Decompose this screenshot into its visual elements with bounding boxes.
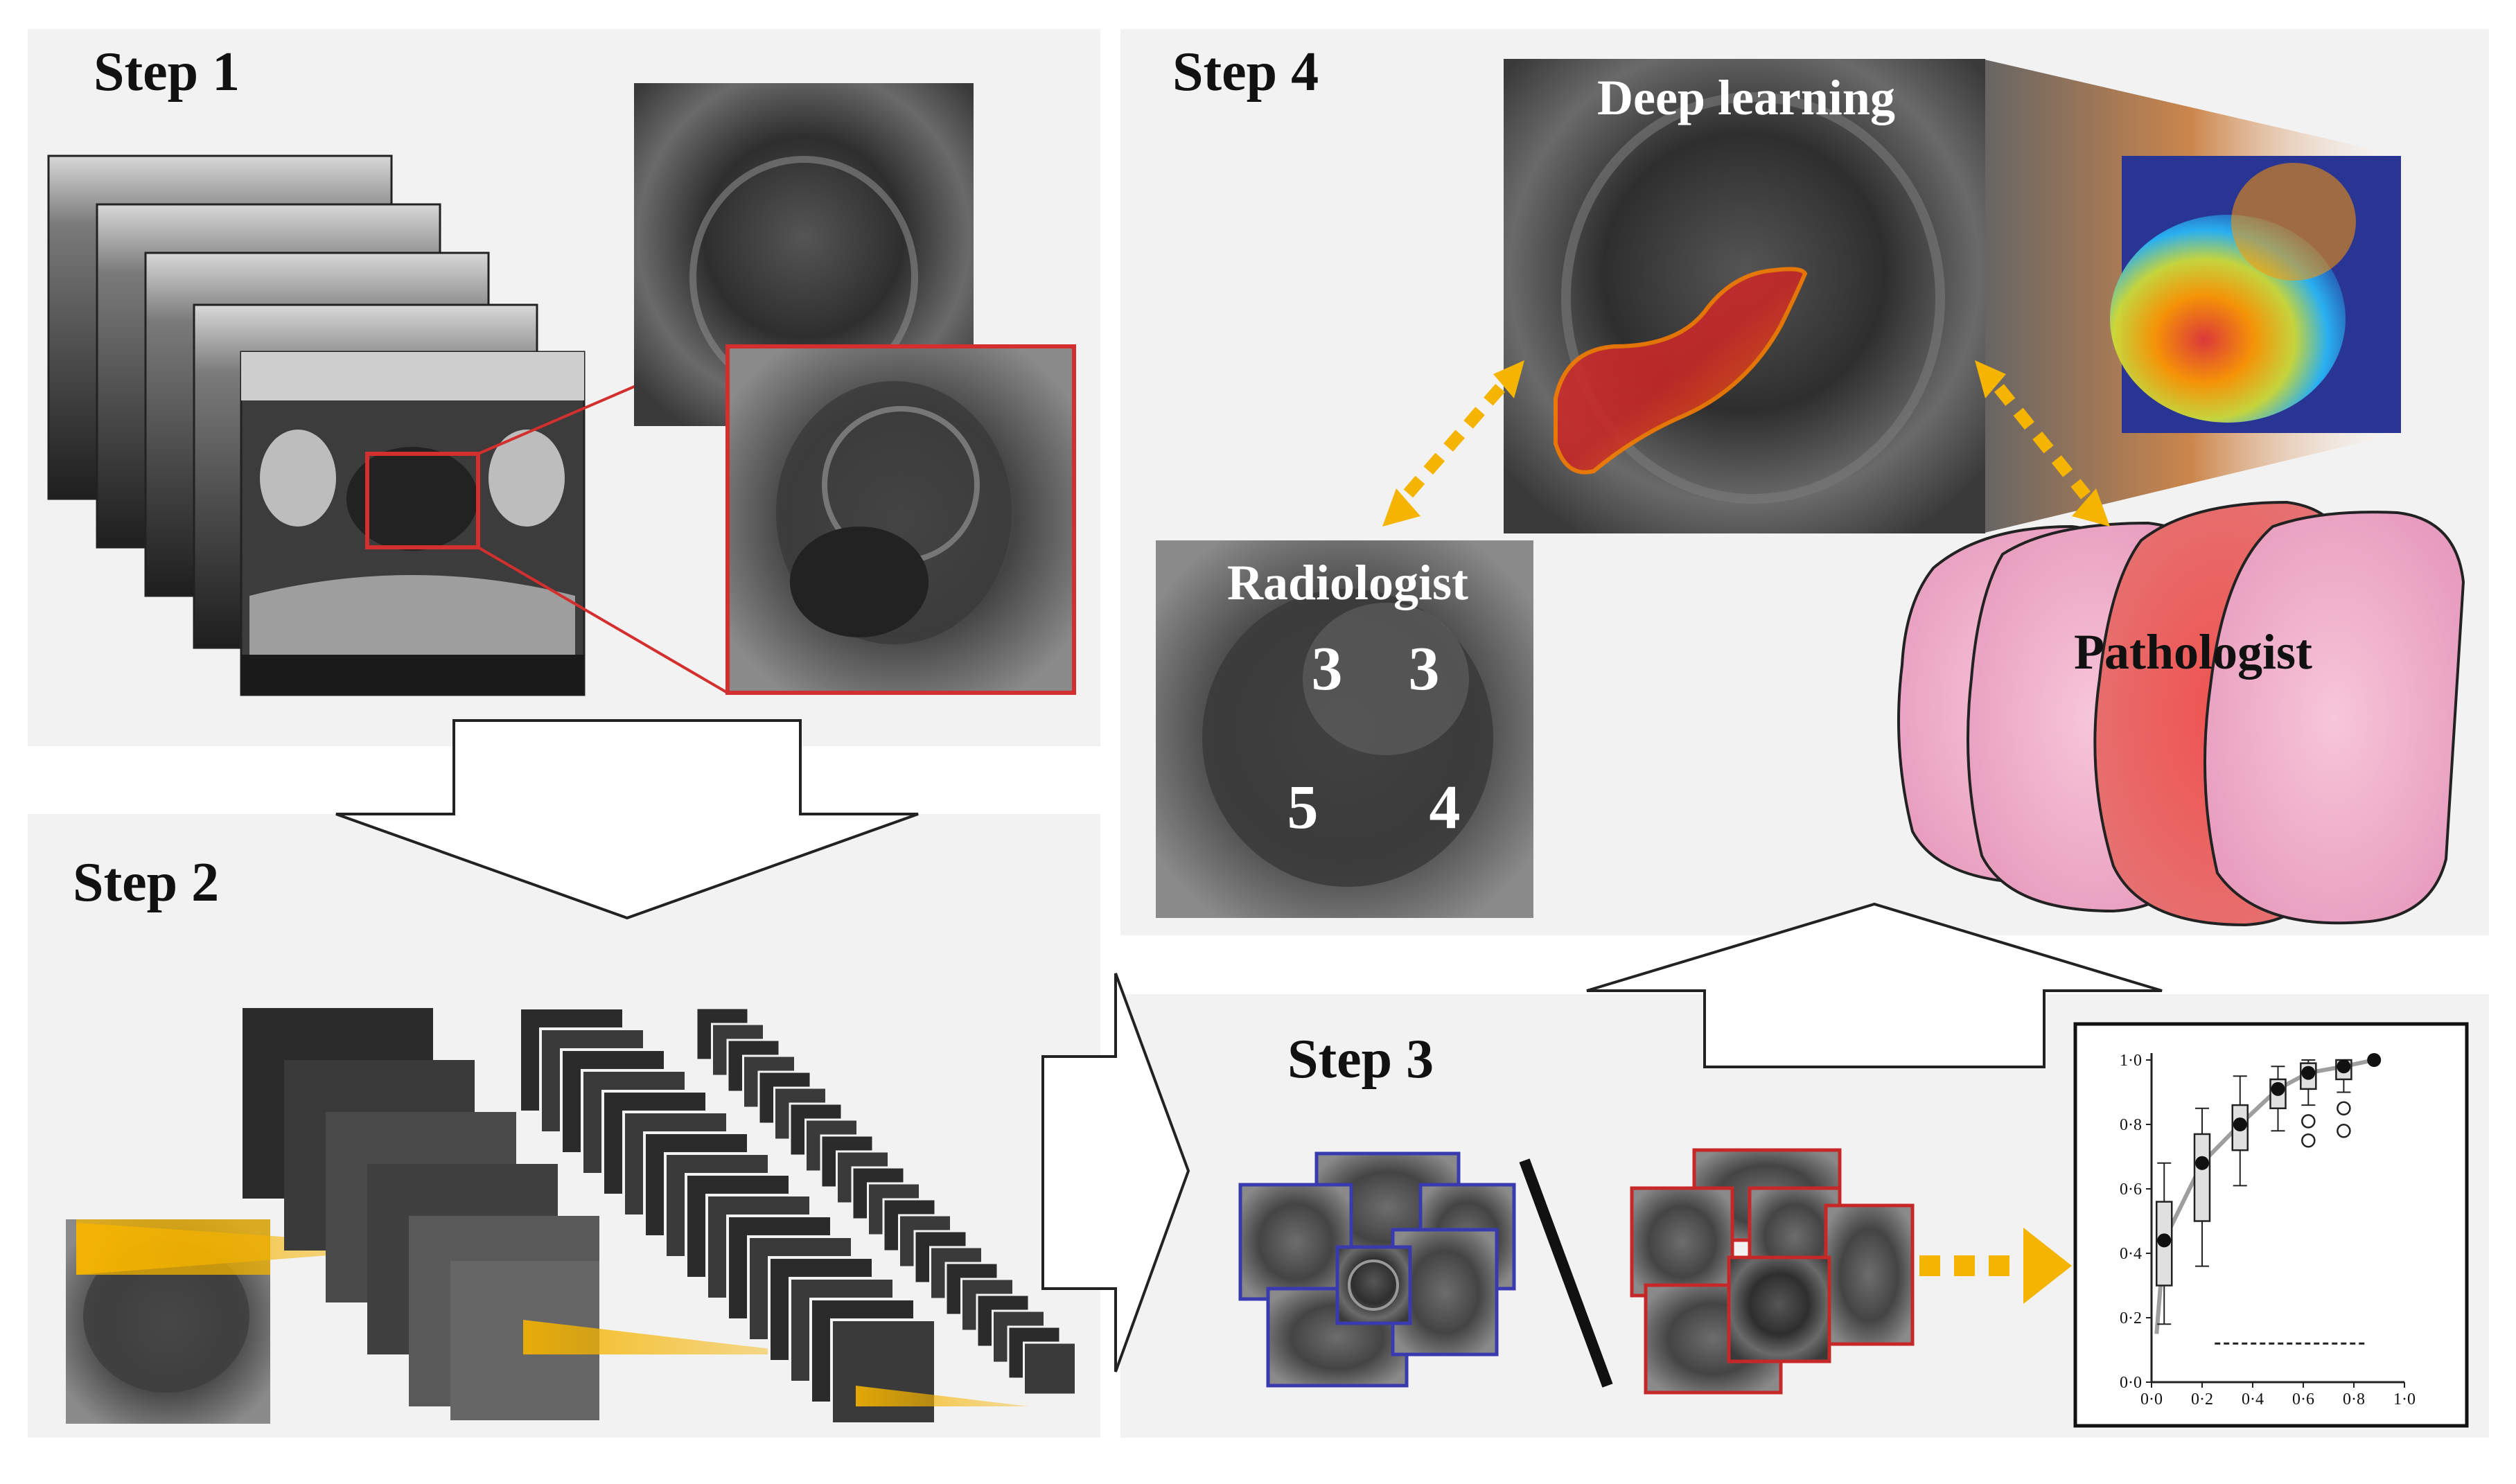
calibration-chart: 0·0 0·2 0·4 0·6 0·8 1·0 0·0 0·2 0·4 0·6 0·8 1·0 <box>2120 1052 2416 1408</box>
x-tick-label: 1·0 <box>2393 1390 2416 1408</box>
box <box>2193 1133 2211 1222</box>
score-bottom-left: 5 <box>1287 773 1319 842</box>
benign-mri-cluster <box>1238 1151 1516 1388</box>
y-tick-label: 1·0 <box>2120 1052 2142 1070</box>
pathology-slices: Pathologist <box>1897 500 2465 927</box>
mri-slice-front <box>240 351 586 696</box>
outlier-point <box>2301 1133 2316 1148</box>
median-point <box>2157 1233 2172 1248</box>
median-point <box>2367 1053 2382 1067</box>
y-tick-label: 0·2 <box>2120 1309 2142 1327</box>
score-top-left: 3 <box>1312 635 1343 703</box>
x-tick-label: 0·0 <box>2140 1390 2163 1408</box>
y-tick-label: 0·6 <box>2120 1181 2142 1199</box>
zoom-line-bottom <box>477 546 729 694</box>
pathology-slice-4 <box>2203 511 2465 925</box>
mri-slice-stack <box>47 154 729 696</box>
x-tick-label: 0·6 <box>2292 1390 2314 1408</box>
y-tick-label: 0·0 <box>2120 1374 2142 1392</box>
arrow-step2-to-step3 <box>1041 973 1190 1372</box>
cam-heatmap <box>2110 156 2401 433</box>
kernel-beam-2 <box>523 1320 818 1354</box>
x-tick-label: 0·8 <box>2343 1390 2365 1408</box>
median-point <box>2195 1156 2209 1170</box>
x-tick-label: 0·4 <box>2242 1390 2264 1408</box>
step2-label: Step 2 <box>73 852 219 913</box>
arrow-step3-to-step4 <box>1586 902 2163 1068</box>
kernel-beam-3 <box>856 1386 1029 1406</box>
median-point <box>2337 1059 2351 1074</box>
arrow-dl-radiologist <box>1382 360 1524 527</box>
feature-map-2-layer <box>830 1318 937 1425</box>
tumor-heat-overlay <box>1554 267 1808 475</box>
median-point <box>2233 1118 2247 1131</box>
divider-slash <box>1519 1158 1613 1388</box>
outlier-point <box>2301 1114 2316 1129</box>
pathologist-label: Pathologist <box>2074 624 2312 680</box>
step3-label: Step 3 <box>1287 1029 1434 1090</box>
deep-learning-mri: Deep learning <box>1504 59 1985 533</box>
median-point <box>2301 1066 2316 1080</box>
step4-label: Step 4 <box>1172 42 1319 103</box>
step1-label: Step 1 <box>94 42 240 103</box>
deep-learning-label: Deep learning <box>1597 70 1895 125</box>
feature-map-3-layer <box>1023 1341 1077 1396</box>
radiologist-mri: Radiologist 3 3 5 4 <box>1156 540 1533 918</box>
outlier-point <box>2337 1101 2351 1115</box>
kernel-beam-1 <box>76 1223 437 1275</box>
radiologist-label: Radiologist <box>1227 555 1468 610</box>
outlier-point <box>2337 1124 2351 1138</box>
cancer-mri-cluster <box>1630 1148 1915 1395</box>
arrow-step1-to-step2 <box>335 719 919 920</box>
cnn-feature-maps-2 <box>518 1007 937 1425</box>
y-tick-label: 0·4 <box>2120 1245 2142 1263</box>
score-top-right: 3 <box>1409 635 1440 703</box>
x-tick-label: 0·2 <box>2191 1390 2213 1408</box>
dashed-arrow-to-chart <box>1919 1228 2072 1304</box>
cnn-feature-maps-3 <box>695 1007 1077 1396</box>
score-bottom-right: 4 <box>1429 773 1461 842</box>
y-tick-label: 0·8 <box>2120 1116 2142 1134</box>
median-point <box>2271 1081 2285 1096</box>
cropped-mri-front <box>725 344 1076 695</box>
roi-box <box>365 452 480 549</box>
arrow-dl-pathologist <box>1975 360 2110 527</box>
